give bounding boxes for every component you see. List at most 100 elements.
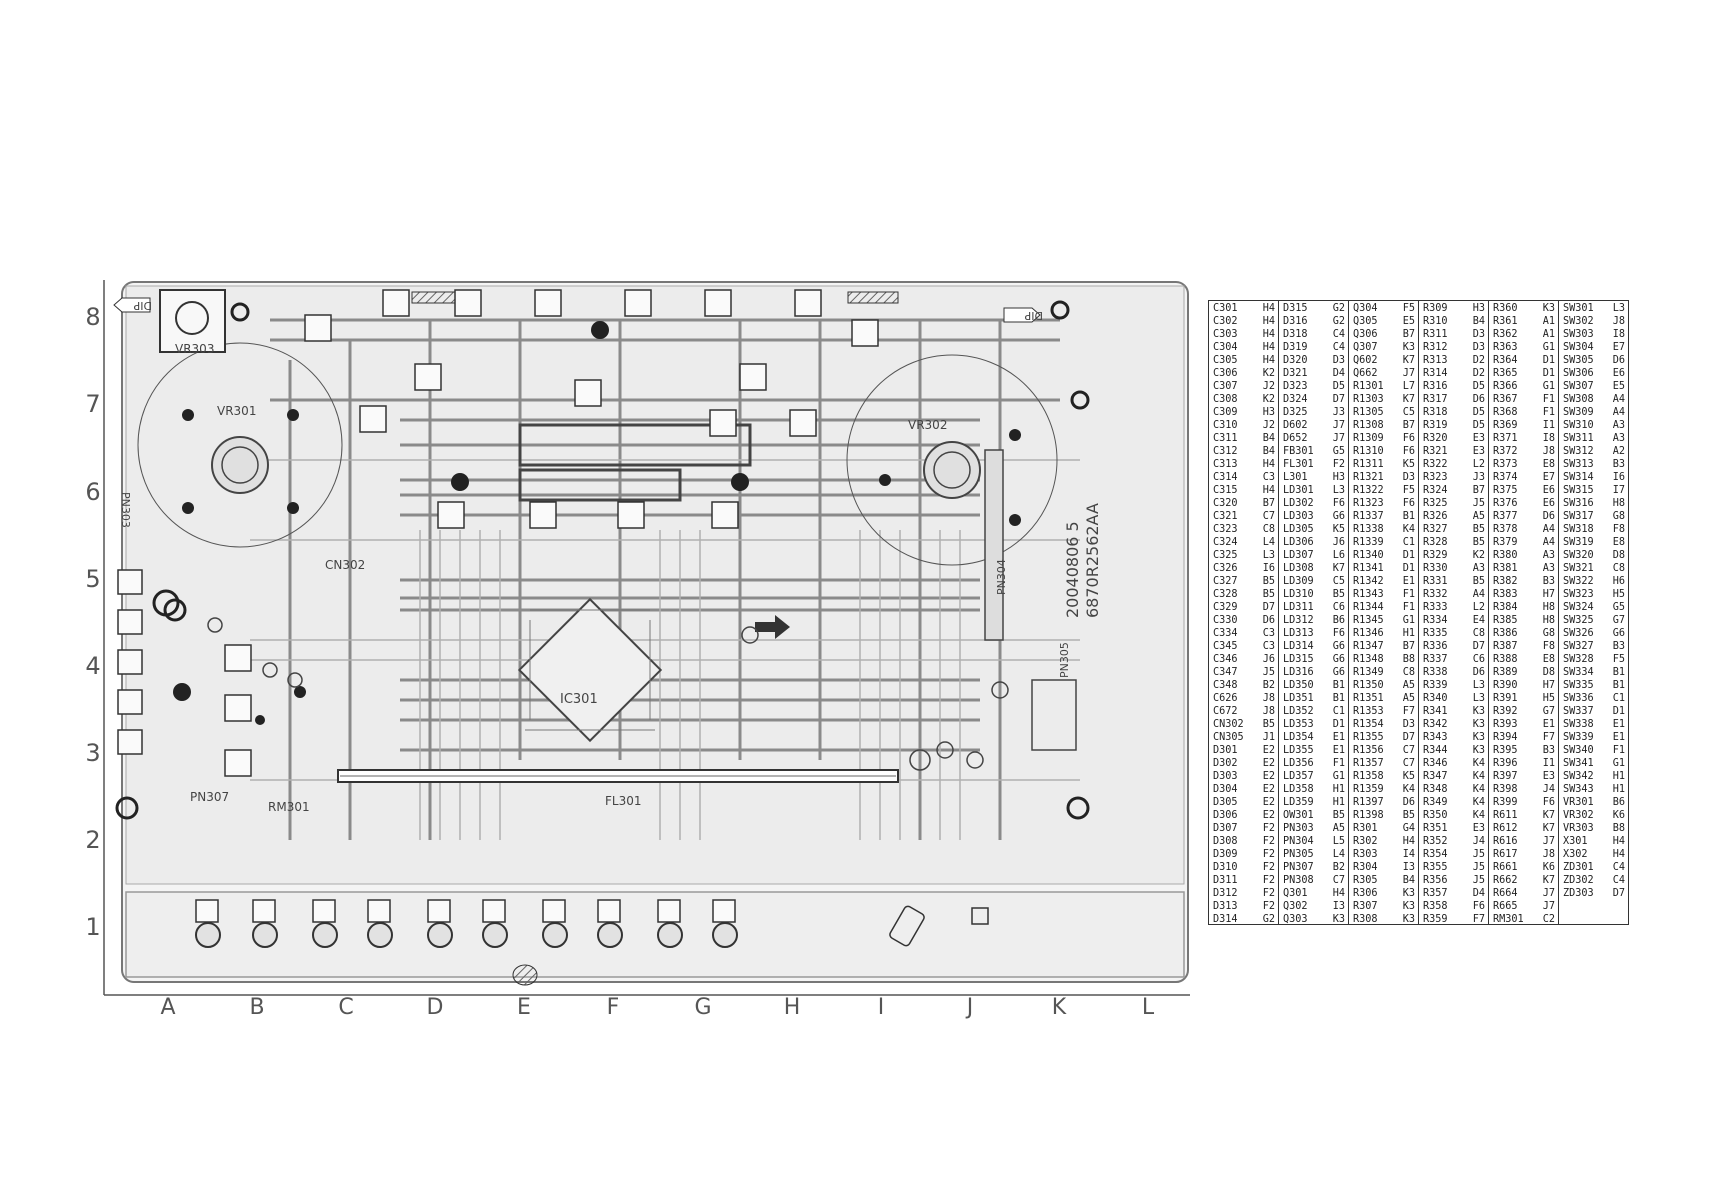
grid-location: E6	[1612, 368, 1625, 379]
component-ref: Q301	[1283, 888, 1308, 899]
grid-location: A5	[1472, 511, 1485, 522]
component-ref: R616	[1493, 836, 1518, 847]
component-ref: R346	[1423, 758, 1448, 769]
grid-location: A3	[1612, 420, 1625, 431]
grid-location: J7	[1332, 420, 1345, 431]
grid-location: J3	[1332, 407, 1345, 418]
grid-location: K2	[1472, 550, 1485, 561]
component-ref: Q307	[1353, 342, 1378, 353]
component-ref: R328	[1423, 537, 1448, 548]
grid-location: G8	[1542, 628, 1555, 639]
component-ref: Q662	[1353, 368, 1378, 379]
component-ref: D312	[1213, 888, 1238, 899]
grid-location: K2	[1262, 368, 1275, 379]
grid-location: D5	[1472, 407, 1485, 418]
component-ref: R309	[1423, 303, 1448, 314]
component-ref: SW303	[1563, 329, 1594, 340]
component-ref: FL301	[1283, 459, 1314, 470]
grid-location: G6	[1332, 667, 1345, 678]
component-ref: R366	[1493, 381, 1518, 392]
grid-location: H1	[1612, 784, 1625, 795]
grid-location: B7	[1472, 485, 1485, 496]
component-ref: LD310	[1283, 589, 1314, 600]
component-ref: R1337	[1353, 511, 1384, 522]
component-ref: R350	[1423, 810, 1448, 821]
component-ref: D308	[1213, 836, 1238, 847]
grid-location: L5	[1332, 836, 1345, 847]
grid-col-label: E	[517, 995, 531, 1020]
grid-location: H4	[1262, 316, 1275, 327]
grid-location: K4	[1472, 810, 1485, 821]
key-strip	[125, 891, 1185, 978]
grid-location: H3	[1262, 407, 1275, 418]
grid-location: H1	[1402, 628, 1415, 639]
component-ref: SW322	[1563, 576, 1594, 587]
grid-location: D7	[1262, 602, 1275, 613]
component-ref: SW306	[1563, 368, 1594, 379]
component-ref: R1301	[1353, 381, 1384, 392]
component-ref: R320	[1423, 433, 1448, 444]
grid-location: E8	[1542, 654, 1555, 665]
grid-location: B1	[1332, 693, 1345, 704]
grid-location: D1	[1402, 550, 1415, 561]
component-ref: D309	[1213, 849, 1238, 860]
component-ref: C309	[1213, 407, 1238, 418]
grid-location: G2	[1332, 303, 1345, 314]
grid-location: A4	[1612, 394, 1625, 405]
grid-location: E6	[1542, 498, 1555, 509]
component-ref: R1341	[1353, 563, 1384, 574]
component-ref: C334	[1213, 628, 1238, 639]
grid-location: F1	[1402, 602, 1415, 613]
component-ref: R1339	[1353, 537, 1384, 548]
component-ref: R392	[1493, 706, 1518, 717]
grid-col-label: L	[1141, 995, 1155, 1020]
grid-location: J5	[1262, 667, 1275, 678]
grid-location: H5	[1612, 589, 1625, 600]
component-ref: R304	[1353, 862, 1378, 873]
component-ref: R365	[1493, 368, 1518, 379]
grid-location: J3	[1472, 472, 1485, 483]
grid-location: L4	[1332, 849, 1345, 860]
grid-location: K7	[1542, 875, 1555, 886]
grid-location: B5	[1262, 719, 1275, 730]
grid-location: J5	[1472, 862, 1485, 873]
grid-location: F6	[1332, 628, 1345, 639]
component-ref: R349	[1423, 797, 1448, 808]
grid-location: B5	[1262, 576, 1275, 587]
grid-location: D1	[1332, 719, 1345, 730]
grid-row-label: 1	[85, 913, 101, 941]
grid-location: D4	[1472, 888, 1485, 899]
grid-location: E1	[1402, 576, 1415, 587]
vr301-label: VR301	[217, 404, 257, 418]
component-ref: LD315	[1283, 654, 1314, 665]
component-ref: SW343	[1563, 784, 1594, 795]
grid-location: E4	[1472, 615, 1485, 626]
